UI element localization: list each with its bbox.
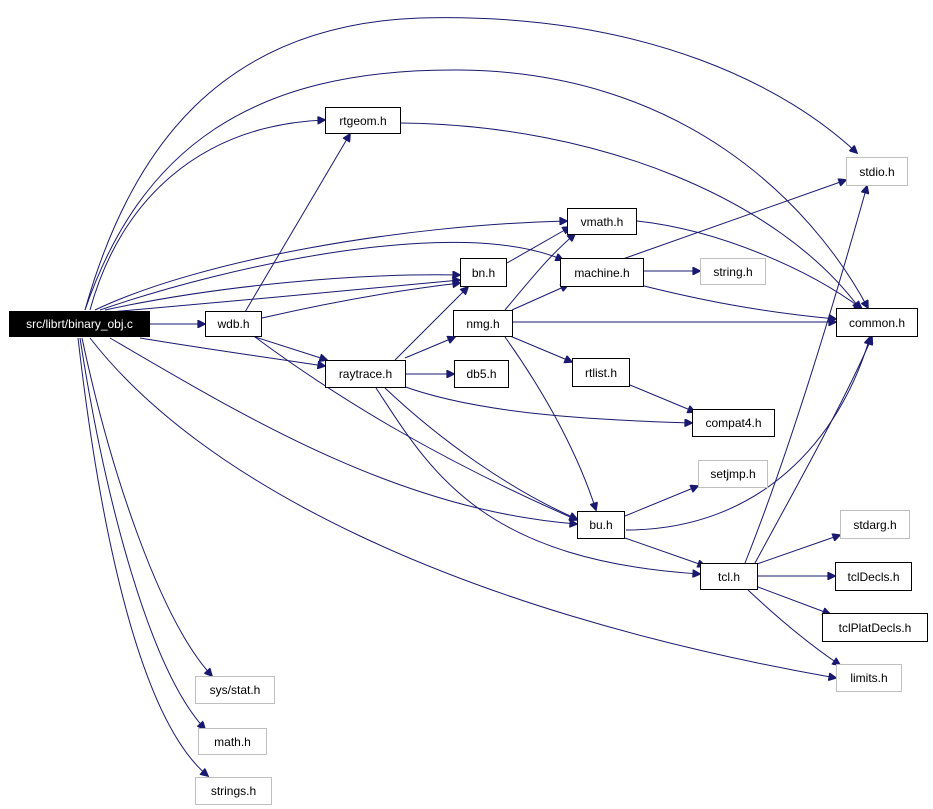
node-bn-h[interactable]: bn.h (460, 258, 507, 287)
edge-binary_obj-vmath (94, 221, 567, 311)
node-sys-stat-h[interactable]: sys/stat.h (195, 676, 275, 704)
edge-raytrace-tcl (375, 387, 700, 574)
edge-nmg-bu (504, 336, 596, 510)
edge-binary_obj-raytrace (139, 337, 325, 366)
edge-bn-vmath (506, 227, 570, 264)
node-common-h[interactable]: common.h (836, 308, 918, 337)
node-wdb-h[interactable]: wdb.h (205, 311, 262, 337)
edge-binary_obj-limits (89, 337, 836, 678)
edge-tcl-limits (747, 589, 840, 665)
node-rtgeom-h[interactable]: rtgeom.h (325, 107, 401, 134)
edge-binary_obj-bu (109, 337, 577, 524)
edge-binary_obj-bn (104, 275, 460, 311)
node-compat4-h[interactable]: compat4.h (692, 409, 775, 437)
node-bu-h[interactable]: bu.h (577, 511, 625, 539)
node-tcl-h[interactable]: tcl.h (700, 563, 758, 590)
edge-bu-tcl (624, 537, 705, 566)
edge-tcl-stdarg (756, 535, 840, 565)
edge-raytrace-nmg (404, 337, 455, 359)
edge-binary_obj-common (84, 69, 868, 311)
edge-rtlist-compat4 (629, 384, 695, 412)
edge-tcl-stdio (744, 186, 867, 564)
edge-binary_obj-math (79, 337, 205, 729)
edge-machine-stdio (619, 180, 846, 261)
edge-wdb-bn (261, 283, 460, 319)
edge-binary_obj-rtgeom (89, 120, 325, 311)
node-stdarg-h[interactable]: stdarg.h (840, 510, 910, 539)
edge-wdb-bu (254, 336, 577, 520)
edge-nmg-rtlist (509, 335, 572, 362)
node-tclPlatDecls-h[interactable]: tclPlatDecls.h (822, 613, 928, 642)
node-stdio-h[interactable]: stdio.h (846, 157, 908, 186)
edge-binary_obj-sys_stat (81, 337, 212, 676)
edge-binary_obj-bn-2 (109, 280, 460, 313)
edge-machine-common (639, 284, 836, 319)
node-nmg-h[interactable]: nmg.h (453, 310, 513, 337)
node-tclDecls-h[interactable]: tclDecls.h (835, 562, 912, 591)
edge-nmg-machine (511, 285, 568, 311)
node-raytrace-h[interactable]: raytrace.h (325, 360, 406, 388)
edge-raytrace-bn (394, 287, 468, 361)
edge-raytrace-compat4 (399, 384, 692, 423)
edge-binary_obj-strings (77, 337, 208, 776)
node-limits-h[interactable]: limits.h (836, 664, 902, 692)
node-machine-h[interactable]: machine.h (560, 258, 644, 287)
edge-tcl-tclPlatDecls (757, 586, 830, 614)
edge-rtgeom-common (400, 122, 860, 309)
edge-bu-setjmp (624, 486, 698, 517)
edge-binary_obj-stdio (84, 17, 857, 311)
edge-bu-common (625, 337, 870, 531)
edge-nmg-vmath (504, 234, 575, 311)
edge-wdb-raytrace (251, 335, 327, 360)
node-strings-h[interactable]: strings.h (195, 777, 272, 805)
edge-tcl-common (754, 337, 872, 564)
node-binary-obj-c[interactable]: src/librt/binary_obj.c (9, 311, 150, 337)
edge-binary_obj-machine (99, 241, 563, 311)
node-math-h[interactable]: math.h (198, 728, 267, 755)
node-db5-h[interactable]: db5.h (454, 360, 509, 388)
edge-vmath-common (636, 220, 862, 309)
node-vmath-h[interactable]: vmath.h (567, 208, 637, 235)
node-rtlist-h[interactable]: rtlist.h (572, 358, 630, 387)
node-setjmp-h[interactable]: setjmp.h (698, 460, 768, 488)
edge-wdb-rtgeom (244, 134, 350, 313)
edge-raytrace-bu (384, 387, 577, 519)
node-string-h[interactable]: string.h (700, 258, 766, 285)
